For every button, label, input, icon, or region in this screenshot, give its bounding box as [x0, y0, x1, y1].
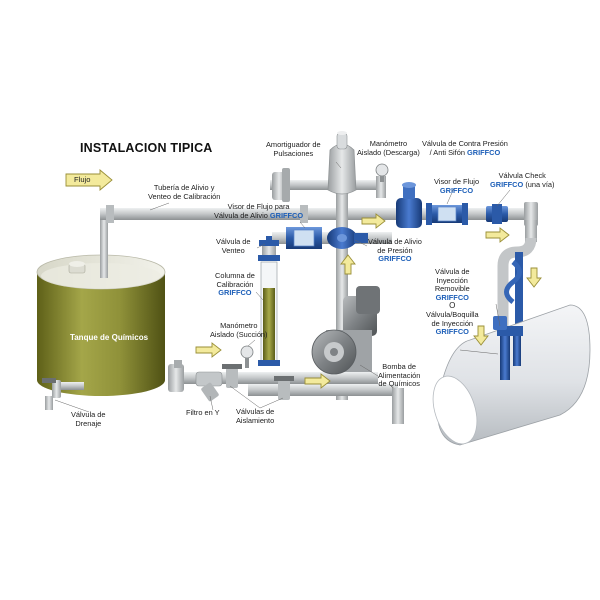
gauge-suction-label: Manómetro Aislado (Succión): [210, 322, 268, 339]
pump-label: Bomba de Alimentación de Químicos: [378, 363, 420, 389]
pressure-relief-valve: [327, 227, 368, 249]
flow-legend-label: Flujo: [74, 175, 90, 184]
flow-sight-discharge: [426, 203, 468, 225]
back-pressure-label: Válvula de Contra Presión / Anti Sifón G…: [422, 140, 508, 157]
flow-sight-relief-label: Visor de Flujo para Válvula de Alivio GR…: [214, 203, 303, 220]
check-valve: [486, 204, 508, 224]
flow-legend: Flujo: [66, 174, 112, 187]
y-strainer-label: Filtro en Y: [186, 409, 220, 418]
diagram-title: INSTALACION TIPICA: [80, 141, 213, 155]
pressure-relief-label: Válvula de Alivio de Presión GRIFFCO: [368, 238, 422, 264]
gauge-discharge-label: Manómetro Aislado (Descarga): [357, 140, 420, 157]
calibration-column: [258, 246, 280, 366]
y-strainer: [196, 372, 222, 402]
drain-valve-label: Válvula de Drenaje: [71, 411, 106, 428]
dampener-label: Amortiguador de Pulsaciones: [266, 141, 321, 158]
isolation-valves-label: Válvulas de Aislamiento: [236, 408, 274, 425]
check-valve-label: Válvula Check GRIFFCO (una vía): [490, 172, 555, 189]
flow-sight-label: Visor de Flujo GRIFFCO: [434, 178, 479, 195]
vent-valve-label: Válvula de Venteo: [216, 238, 251, 255]
back-pressure-valve: [396, 182, 422, 228]
injection-removable-label: Válvula de Inyección Removible GRIFFCO O…: [426, 268, 479, 337]
pulsation-dampener: [328, 131, 356, 194]
gauge-suction: [241, 346, 253, 368]
flow-arrow-right: [486, 228, 509, 242]
relief-line-label: Tubería de Alivio y Venteo de Calibració…: [148, 184, 220, 201]
flow-arrow-down: [527, 268, 541, 287]
calibration-column-label: Columna de Calibración GRIFFCO: [215, 272, 255, 298]
chemical-tank: [37, 212, 165, 396]
relief-vent-line: [100, 202, 538, 226]
tank-label: Tanque de Químicos: [64, 333, 154, 343]
flow-arrow-right: [196, 343, 221, 357]
chemical-feed-pump: [312, 286, 380, 374]
